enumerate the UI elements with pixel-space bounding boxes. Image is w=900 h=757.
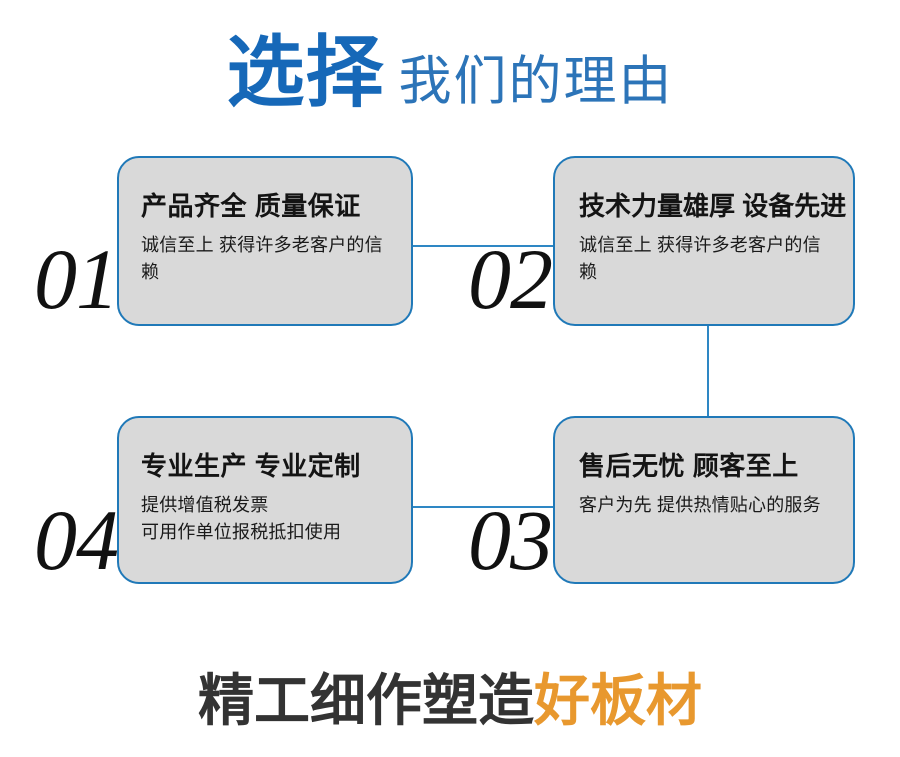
feature-card-02[interactable]: 技术力量雄厚 设备先进 诚信至上 获得许多老客户的信赖 <box>553 156 855 326</box>
card-body-02: 诚信至上 获得许多老客户的信赖 <box>579 234 821 282</box>
card-content-02: 技术力量雄厚 设备先进 诚信至上 获得许多老客户的信赖 <box>555 158 853 286</box>
feature-card-01[interactable]: 产品齐全 质量保证 诚信至上 获得许多老客户的信赖 <box>117 156 413 326</box>
card-title-02: 技术力量雄厚 设备先进 <box>579 191 847 221</box>
card-number-04: 04 <box>34 492 119 588</box>
card-content-01: 产品齐全 质量保证 诚信至上 获得许多老客户的信赖 <box>119 158 411 286</box>
card-title-04: 专业生产 专业定制 <box>141 451 361 481</box>
card-number-03: 03 <box>468 492 553 588</box>
feature-card-04[interactable]: 专业生产 专业定制 提供增值税发票可用作单位报税抵扣使用 <box>117 416 413 584</box>
footer-slogan-dark: 精工细作塑造 <box>198 669 534 732</box>
card-body-04: 提供增值税发票可用作单位报税抵扣使用 <box>141 494 342 542</box>
card-content-04: 专业生产 专业定制 提供增值税发票可用作单位报税抵扣使用 <box>119 418 411 546</box>
card-body-01: 诚信至上 获得许多老客户的信赖 <box>141 234 383 282</box>
card-body-03: 客户为先 提供热情贴心的服务 <box>579 494 821 515</box>
connector-line-02-03 <box>707 323 709 418</box>
card-number-01: 01 <box>34 231 119 327</box>
connector-line-04-03 <box>408 506 558 508</box>
page-title-strong: 选择 <box>226 28 385 116</box>
footer-slogan-accent: 好板材 <box>534 669 702 732</box>
card-number-02: 02 <box>468 231 553 327</box>
page-title-light: 我们的理由 <box>398 52 674 111</box>
page-title: 选择我们的理由 <box>0 22 900 122</box>
feature-card-03[interactable]: 售后无忧 顾客至上 客户为先 提供热情贴心的服务 <box>553 416 855 584</box>
footer-slogan: 精工细作塑造好板材 <box>0 666 900 751</box>
card-content-03: 售后无忧 顾客至上 客户为先 提供热情贴心的服务 <box>555 418 853 519</box>
card-title-01: 产品齐全 质量保证 <box>141 191 361 221</box>
card-title-03: 售后无忧 顾客至上 <box>579 451 799 481</box>
connector-line-01-02 <box>408 245 558 247</box>
